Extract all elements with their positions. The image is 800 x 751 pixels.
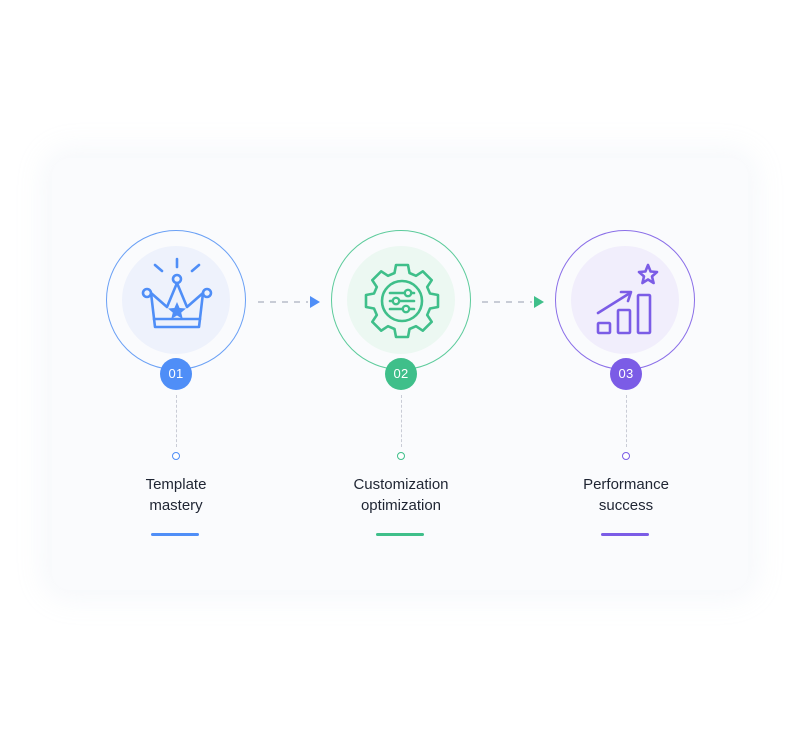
connector-arrow-2 — [482, 296, 544, 308]
process-panel — [52, 158, 748, 590]
connector-arrow-1 — [258, 296, 320, 308]
